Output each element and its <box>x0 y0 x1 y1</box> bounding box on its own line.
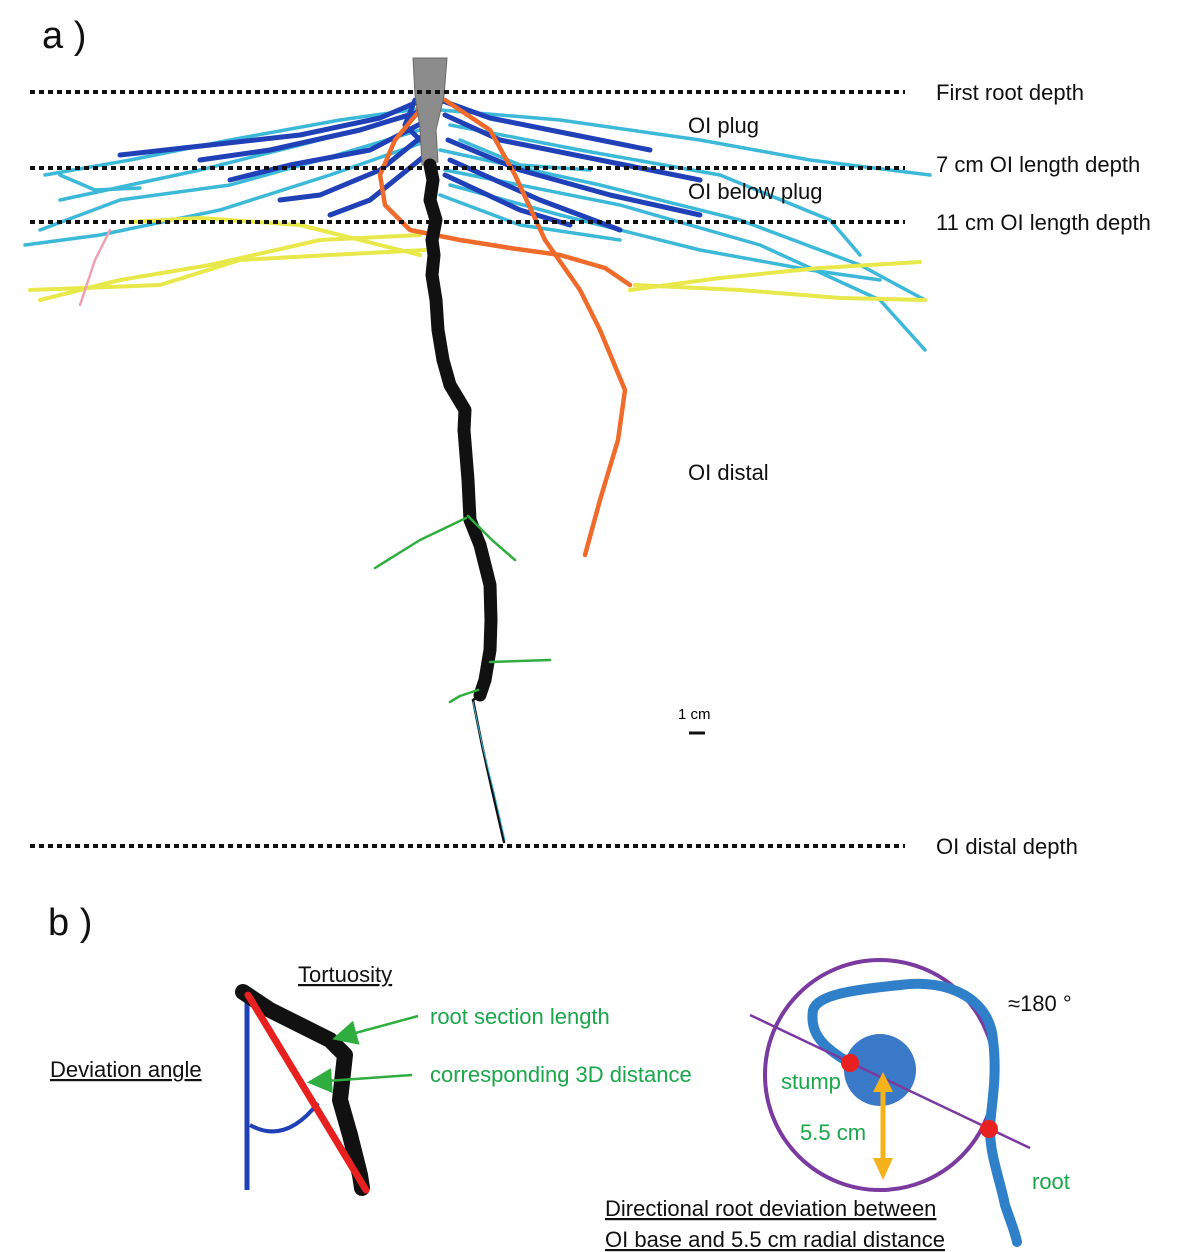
distal-depth-label: OI distal depth <box>936 834 1078 859</box>
oi-distal-label: OI distal <box>688 460 769 485</box>
panel-a-label: a ) <box>42 15 86 57</box>
taproot-tip-highlight <box>472 701 506 841</box>
corresponding-3d-distance-label: corresponding 3D distance <box>430 1062 692 1087</box>
root-section <box>235 984 370 1196</box>
oi-plug-label: OI plug <box>688 113 759 138</box>
light-blue-roots <box>23 106 932 352</box>
scale-bar-label: 1 cm <box>678 706 711 723</box>
panel-b-label: b ) <box>48 902 92 944</box>
arrow-head-top <box>873 1072 893 1092</box>
deviation-angle-title: Deviation angle <box>50 1057 202 1082</box>
stem <box>412 57 448 166</box>
7cm-depth-label: 7 cm OI length depth <box>936 152 1140 177</box>
root-section-length-label: root section length <box>430 1004 610 1029</box>
root-path <box>807 978 1022 1247</box>
stump-label: stump <box>781 1069 841 1094</box>
stump-circle <box>844 1034 916 1106</box>
pink-root <box>78 228 112 307</box>
straight-distance-line <box>244 991 370 1194</box>
dark-blue-roots <box>117 97 703 233</box>
oi-below-plug-label: OI below plug <box>688 179 823 204</box>
green-roots <box>373 514 552 704</box>
first-root-depth-label: First root depth <box>936 80 1084 105</box>
arrow-head-bottom <box>873 1158 893 1180</box>
deviation-angle-arc <box>249 1101 320 1134</box>
3d-distance-arrow <box>307 1068 413 1094</box>
depth-lines <box>30 90 905 848</box>
tortuosity-title: Tortuosity <box>298 962 392 987</box>
root-section-arrow <box>332 1014 419 1045</box>
caption-line-1: Directional root deviation between <box>605 1196 936 1221</box>
root-label: root <box>1032 1169 1070 1194</box>
radial-distance-label: 5.5 cm <box>800 1120 866 1145</box>
radial-point <box>980 1120 998 1138</box>
taproot <box>423 158 498 702</box>
caption-line-2: OI base and 5.5 cm radial distance <box>605 1227 945 1252</box>
angle-label: ≈180 ° <box>1008 991 1072 1016</box>
base-point <box>841 1054 859 1072</box>
11cm-depth-label: 11 cm OI length depth <box>936 210 1151 235</box>
